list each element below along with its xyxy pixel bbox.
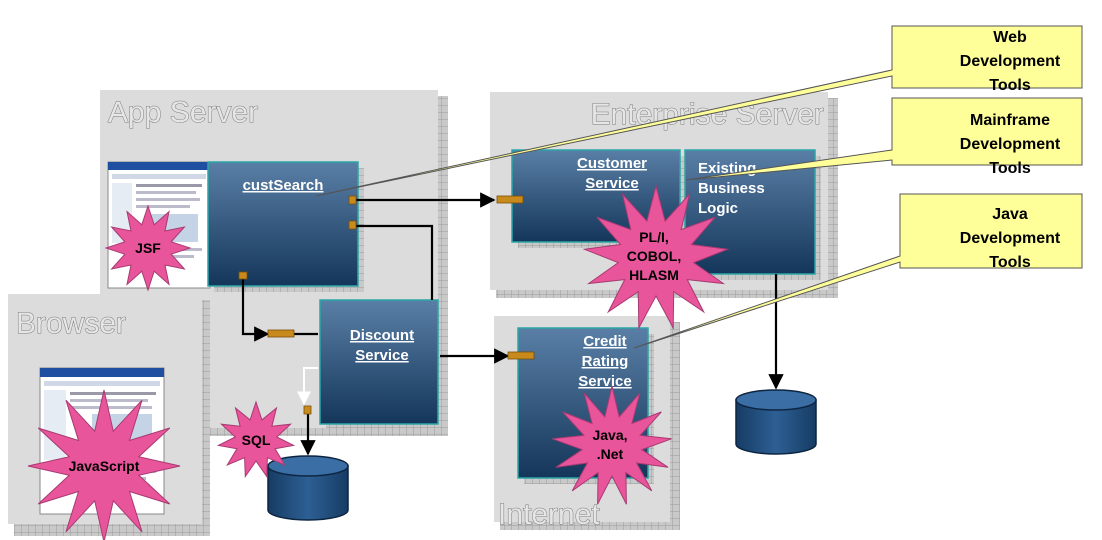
- sql-starburst-shape: [216, 400, 296, 479]
- java-net-badge: Java,.Net: [552, 385, 672, 505]
- port-custsearch-right-1: [348, 195, 357, 205]
- sql-badge-label: SQL: [242, 432, 271, 448]
- discount-to-sql-arrow: [297, 367, 318, 406]
- cust-search-label: custSearch: [243, 177, 324, 194]
- javascript-badge-label: JavaScript: [69, 458, 140, 474]
- custsearch-to-discount-arrow: [241, 278, 270, 342]
- mainframe-database-cylinder: [735, 389, 817, 455]
- enterprise-server-title: Enterprise Server: [591, 98, 824, 131]
- sql-database-cylinder: [267, 455, 349, 521]
- java-callout-shape: [633, 193, 1083, 349]
- app-server-title: App Server: [108, 96, 258, 129]
- internet-title: Internet: [498, 498, 600, 531]
- pli-cobol-hlasm-badge: PL/I,COBOL,HLASM: [582, 184, 730, 330]
- java-net-starburst-shape: [552, 385, 672, 505]
- port-custsearch-right-2: [348, 220, 357, 230]
- sql-badge: SQL: [216, 400, 296, 479]
- cust-search-component: custSearch: [207, 161, 364, 292]
- port-discount-input: [267, 329, 295, 338]
- javascript-badge: JavaScript: [27, 389, 181, 540]
- browser-title: Browser: [16, 307, 126, 340]
- javascript-starburst-shape: [27, 389, 181, 540]
- port-customer-service-input: [496, 195, 524, 204]
- port-custsearch-bottom: [238, 271, 248, 280]
- pli-cobol-hlasm-starburst-shape: [582, 184, 730, 330]
- jsf-badge: JSF: [104, 204, 192, 292]
- custsearch-to-discount-line: [356, 224, 434, 300]
- jsf-badge-label: JSF: [135, 240, 161, 256]
- pli-cobol-hlasm-badge-label: PL/I,COBOL,HLASM: [627, 229, 681, 283]
- jsf-starburst-shape: [104, 204, 192, 292]
- port-sql: [303, 405, 312, 415]
- java-net-badge-label: Java,.Net: [592, 427, 627, 462]
- web-callout-shape: [315, 25, 1083, 197]
- mainframe-callout-shape: [685, 97, 1083, 181]
- port-connectors: [238, 195, 535, 415]
- connector-lines: [241, 192, 784, 456]
- port-credit-rating-input: [507, 351, 535, 360]
